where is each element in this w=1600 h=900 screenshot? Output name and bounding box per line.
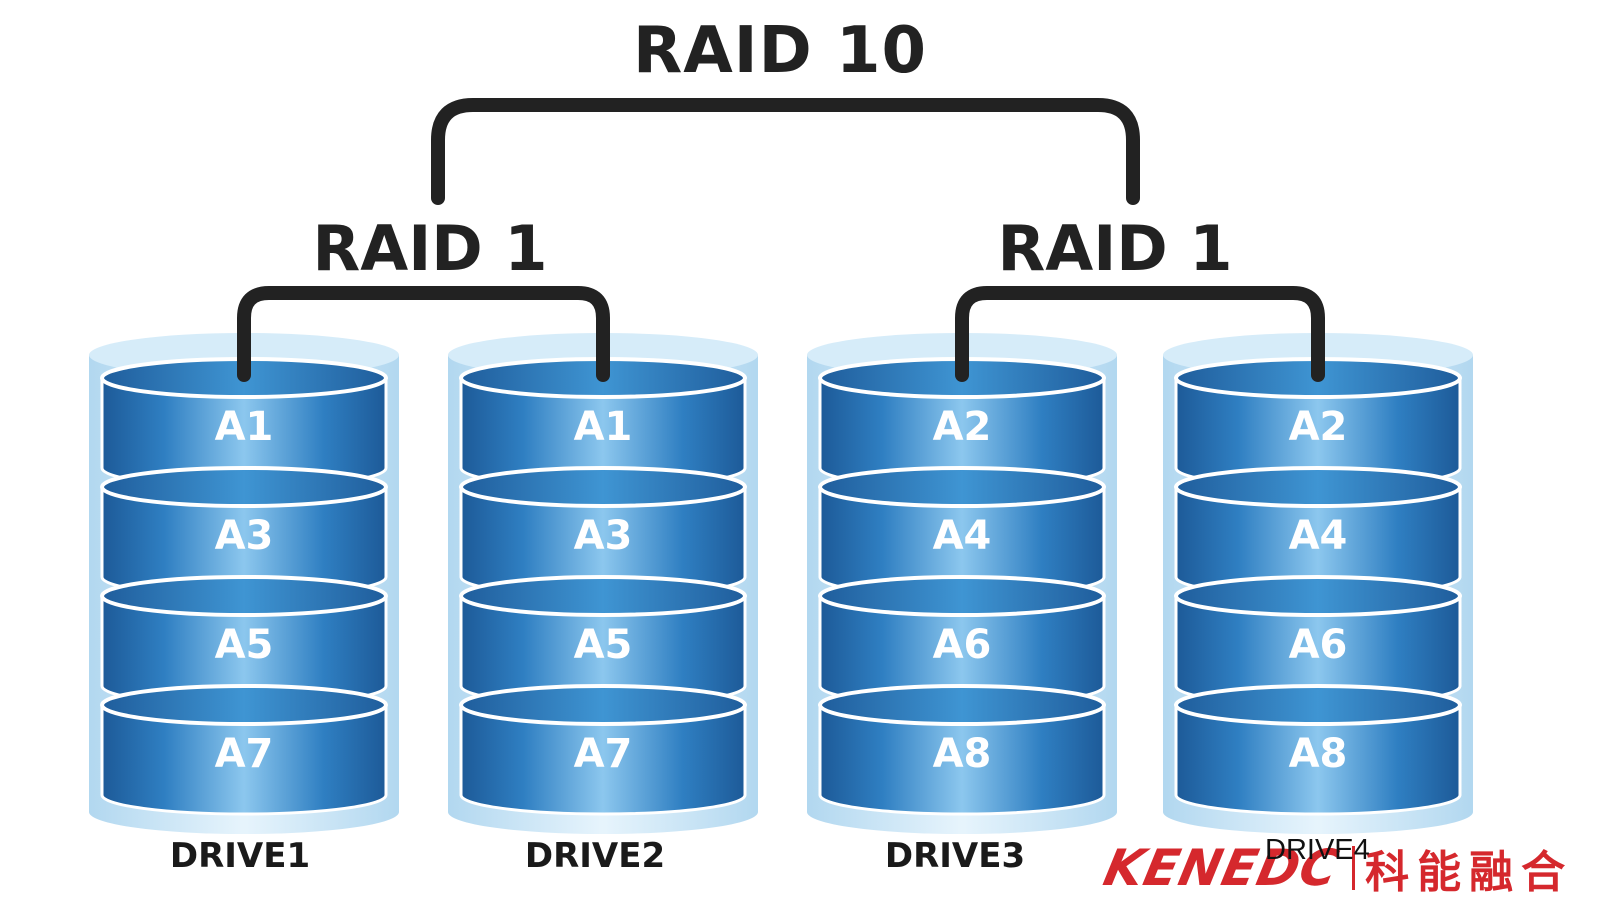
platter-top	[818, 684, 1106, 726]
platter-body	[818, 703, 1106, 816]
platter-top	[459, 575, 747, 617]
data-block-label: A6	[1289, 622, 1348, 668]
disk-platter: A3	[459, 466, 747, 598]
raid1-left-connector	[237, 286, 610, 382]
disk-platter: A6	[1174, 575, 1462, 707]
disk-platter: A5	[459, 575, 747, 707]
disk-platter: A3	[100, 466, 388, 598]
data-block-label: A3	[574, 513, 633, 559]
platter-top	[818, 466, 1106, 508]
platter-body	[1174, 703, 1462, 816]
data-block-label: A1	[215, 404, 274, 450]
platter-top	[459, 466, 747, 508]
connectors-layer	[237, 98, 1325, 382]
data-block-label: A4	[1289, 513, 1348, 559]
drive-label-1: DRIVE1	[169, 836, 311, 876]
drive-label-4: DRIVE4	[1265, 834, 1370, 866]
data-block-label: A2	[933, 404, 992, 450]
disk-platter: A8	[818, 684, 1106, 816]
data-block-label: A8	[1289, 731, 1348, 777]
data-block-label: A2	[1289, 404, 1348, 450]
platter-top	[818, 575, 1106, 617]
data-block-label: A7	[574, 731, 633, 777]
platter-body	[459, 703, 747, 816]
platter-top	[1174, 575, 1462, 617]
disk-platter: A7	[459, 684, 747, 816]
raid1-right-title: RAID 1	[997, 212, 1233, 285]
data-block-label: A6	[933, 622, 992, 668]
platter-top	[100, 466, 388, 508]
watermark-chinese-text: 科能融合	[1365, 847, 1574, 898]
platter-top	[1174, 466, 1462, 508]
raid1-right-connector	[955, 286, 1325, 382]
platter-top	[100, 684, 388, 726]
raid1-left-title: RAID 1	[312, 212, 548, 285]
disk-platter: A4	[1174, 466, 1462, 598]
platter-body	[100, 703, 388, 816]
drive-label-3: DRIVE3	[884, 836, 1026, 876]
raid10-connector	[431, 98, 1140, 205]
disk-platter: A6	[818, 575, 1106, 707]
disk-platter: A4	[818, 466, 1106, 598]
data-block-label: A3	[215, 513, 274, 559]
data-block-label: A1	[574, 404, 633, 450]
disk-platter: A8	[1174, 684, 1462, 816]
data-block-label: A7	[215, 731, 274, 777]
raid10-title: RAID 10	[632, 14, 928, 88]
disk-platter: A1	[459, 357, 747, 489]
watermark-separator	[1352, 846, 1356, 890]
data-block-label: A4	[933, 513, 992, 559]
platter-top	[1174, 684, 1462, 726]
data-block-label: A5	[215, 622, 274, 668]
disk-platter: A7	[100, 684, 388, 816]
data-block-label: A5	[574, 622, 633, 668]
platter-top	[100, 575, 388, 617]
platter-top	[459, 684, 747, 726]
drive-label-2: DRIVE2	[524, 836, 666, 876]
data-block-label: A8	[933, 731, 992, 777]
